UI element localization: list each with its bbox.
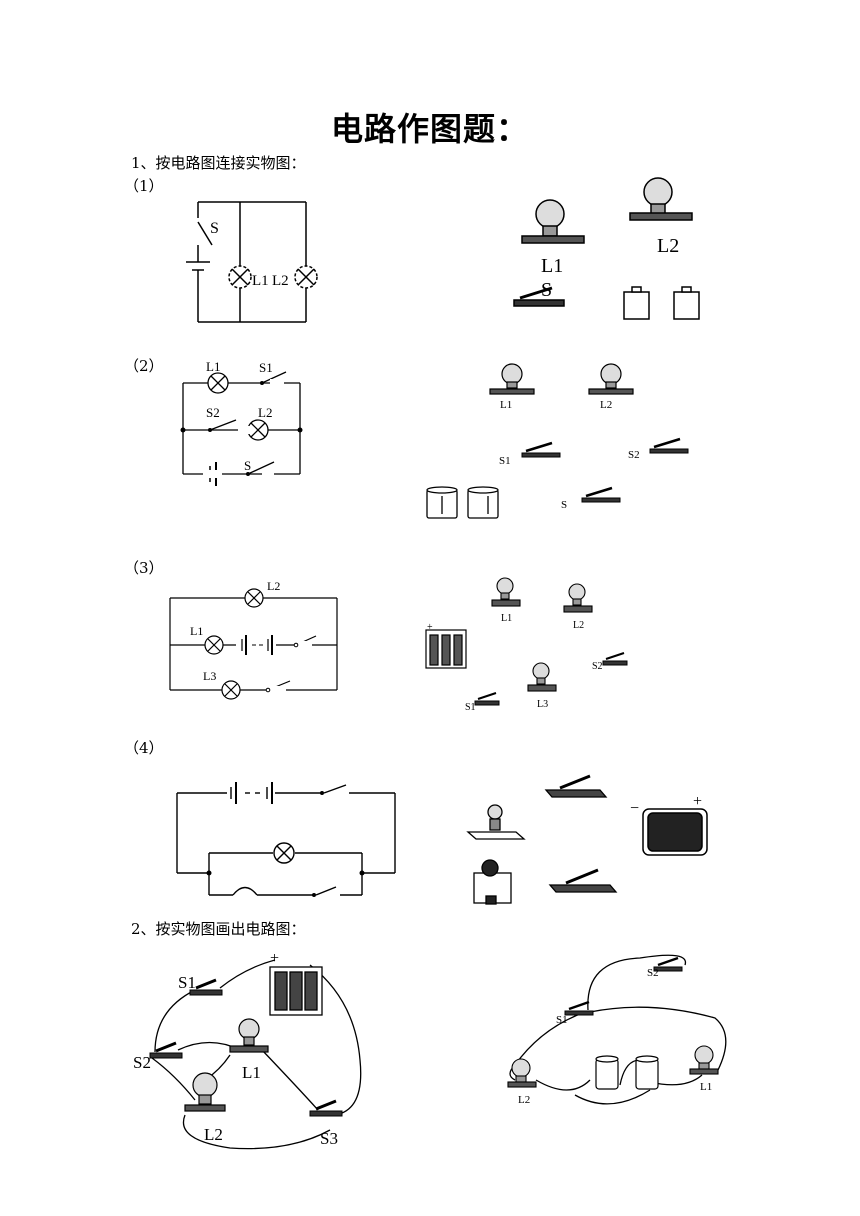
switch-icon bbox=[474, 692, 500, 706]
s2-left-l2-label: L2 bbox=[204, 1125, 223, 1144]
lamp-icon bbox=[489, 363, 535, 395]
switch-icon bbox=[544, 774, 608, 798]
part3-label: （3） bbox=[124, 559, 164, 577]
switch-icon bbox=[564, 1000, 594, 1016]
part2-schem-l2-label: L2 bbox=[258, 405, 272, 420]
battery-icon bbox=[623, 286, 700, 320]
s2-right-s1-label: S1 bbox=[556, 1014, 568, 1026]
part2-schem-s2-label: S2 bbox=[206, 405, 220, 420]
switch-icon bbox=[581, 486, 621, 503]
part1-label: （1） bbox=[124, 177, 164, 195]
part2-comp-s2-label: S2 bbox=[628, 449, 640, 461]
s2-right-l2-label: L2 bbox=[518, 1094, 530, 1106]
part2-schem-s1-label: S1 bbox=[259, 360, 273, 375]
part3-comp-l3-label: L3 bbox=[537, 699, 548, 710]
s2-left-s2-label: S2 bbox=[133, 1053, 151, 1072]
lamp-icon bbox=[588, 363, 634, 395]
s2-left-s1-label: S1 bbox=[178, 973, 196, 992]
part2-schem-l1-label: L1 bbox=[206, 359, 220, 374]
switch-icon bbox=[602, 652, 628, 666]
part3-comp-s2-label: S2 bbox=[592, 661, 603, 672]
part2-comp-l2-label: L2 bbox=[600, 399, 612, 411]
lamp-icon bbox=[629, 177, 693, 221]
section2-heading: 2、按实物图画出电路图： bbox=[131, 920, 306, 938]
part3-schem-l2-label: L2 bbox=[267, 579, 280, 593]
part4-label: （4） bbox=[124, 739, 164, 757]
battery-icon bbox=[595, 1055, 659, 1090]
lamp-icon bbox=[689, 1045, 719, 1075]
part2-label: （2） bbox=[124, 357, 164, 375]
part1-comp-l2-label: L2 bbox=[657, 235, 679, 257]
switch-icon bbox=[521, 441, 561, 458]
switch-icon bbox=[653, 956, 683, 972]
switch-icon bbox=[309, 1099, 343, 1117]
part4-comp-minus-label: − bbox=[630, 800, 639, 817]
part2-schem-s-label: S bbox=[244, 458, 251, 473]
part1-comp-l1-label: L1 bbox=[541, 255, 563, 277]
part3-comp-s1-label: S1 bbox=[465, 702, 476, 713]
part3-comp-l1-label: L1 bbox=[501, 613, 512, 624]
part1-schem-l1-label: L1 bbox=[252, 273, 269, 289]
part2-comp-l1-label: L1 bbox=[500, 399, 512, 411]
page-title: 电路作图题： bbox=[330, 110, 529, 148]
s2-left-plus-label: + bbox=[270, 950, 279, 967]
s2-left-s3-label: S3 bbox=[320, 1129, 338, 1148]
switch-icon bbox=[189, 978, 223, 996]
lamp-icon bbox=[466, 804, 526, 840]
battery-box-icon bbox=[642, 808, 708, 856]
part3-schem-l1-label: L1 bbox=[190, 624, 203, 638]
s2-left-l1-label: L1 bbox=[242, 1063, 261, 1082]
lamp-icon bbox=[563, 583, 593, 613]
battery-icon bbox=[426, 486, 499, 519]
part3-schem-l3-label: L3 bbox=[203, 669, 216, 683]
part2-comp-s-label: S bbox=[561, 499, 567, 511]
battery-pack-icon bbox=[425, 629, 467, 669]
part3-comp-plus-label: + bbox=[427, 622, 433, 633]
part1-schem-s-label: S bbox=[210, 220, 219, 237]
switch-icon bbox=[548, 868, 618, 893]
lamp-icon bbox=[491, 577, 521, 607]
switch-icon bbox=[149, 1041, 183, 1059]
s2-right-l1-label: L1 bbox=[700, 1081, 712, 1093]
s2-right-s2-label: S2 bbox=[647, 967, 659, 979]
switch-icon bbox=[513, 286, 565, 307]
part3-comp-l2-label: L2 bbox=[573, 620, 584, 631]
part2-comp-s1-label: S1 bbox=[499, 455, 511, 467]
part1-schem-l2-label: L2 bbox=[272, 273, 289, 289]
lamp-icon bbox=[184, 1072, 226, 1112]
lamp-icon bbox=[229, 1018, 269, 1053]
battery-pack-icon bbox=[269, 966, 323, 1016]
switch-icon bbox=[649, 437, 689, 454]
lamp-icon bbox=[507, 1058, 537, 1088]
part4-comp-plus-label: + bbox=[693, 793, 702, 810]
bell-icon bbox=[473, 859, 512, 905]
lamp-icon bbox=[521, 199, 585, 244]
lamp-icon bbox=[527, 662, 557, 692]
section1-heading: 1、按电路图连接实物图： bbox=[131, 154, 306, 172]
